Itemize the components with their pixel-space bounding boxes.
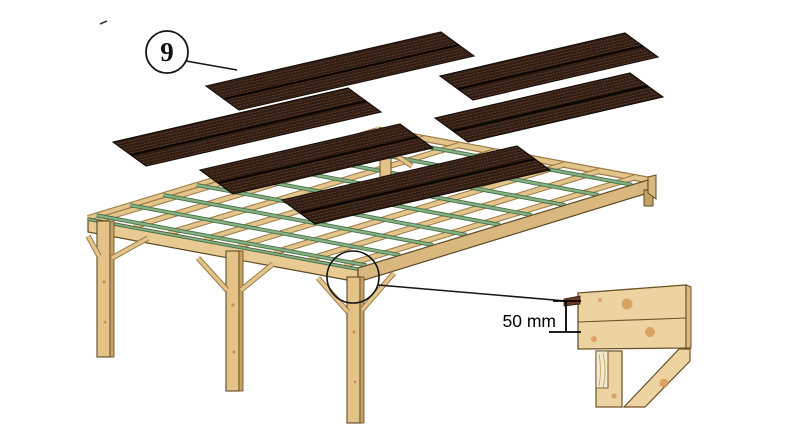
brace [111,236,149,260]
post-front-middle [225,250,240,392]
wood-knot [659,378,669,388]
wood-knot [352,330,356,334]
batten-face [163,194,434,247]
post-front-right [346,276,361,424]
fascia-end-cap [647,174,657,200]
wood-knot [232,350,236,354]
brace [316,276,350,314]
sheet-seam [223,43,460,101]
wood-knot [611,393,617,399]
detail-marker-circle [326,250,380,304]
brace [196,256,229,292]
end-grain-lines [598,352,606,388]
roofing-sheets [111,31,665,225]
wood-knot [645,327,655,337]
sheet-seam [457,44,644,91]
dimension-50mm: 50 mm [503,300,581,333]
sheet-seam [452,84,649,133]
stray-mark [99,20,108,25]
callout-circle [145,30,189,74]
post-front-left-side [109,220,115,358]
roofing-sheet [111,87,383,167]
roofing-sheet [433,72,665,143]
wood-knot [231,303,235,307]
callout-leader-line [185,60,238,71]
detail-brace [622,348,691,408]
sheet-seam [217,135,419,185]
roofing-sheet [438,32,660,101]
detail-beam-seam [577,317,687,323]
detail-view: 50 mm [503,284,692,408]
detail-beam-end-face [685,284,692,349]
roofing-sheet [204,31,476,111]
brace [86,235,101,257]
callout-9: 9 [145,30,238,74]
wood-knot [621,298,633,310]
wood-knot [597,297,603,303]
posts [96,131,392,424]
batten-face [129,204,401,257]
wood-knot [102,280,106,284]
callout-number: 9 [160,37,174,67]
detail-leader-line [377,284,567,302]
sheet-seam [299,157,536,215]
sheet-seam [130,99,367,157]
post-front-right-side [359,276,365,424]
batten-face [96,214,367,267]
wood-knot [103,320,107,324]
wood-knot [353,380,357,384]
brace [239,262,275,292]
roof-frame [85,126,657,424]
roofing-sheet [198,123,435,195]
sheet-overlap-seams [130,43,649,215]
wood-knot [591,336,597,342]
post-front-middle-side [238,250,244,392]
dimension-label: 50 mm [503,311,556,331]
detail-post-notch [595,350,609,389]
brace [360,271,396,312]
post-front-left [96,220,111,358]
front-fascia-batten-face [87,218,359,270]
roofing-sheet [280,145,552,225]
